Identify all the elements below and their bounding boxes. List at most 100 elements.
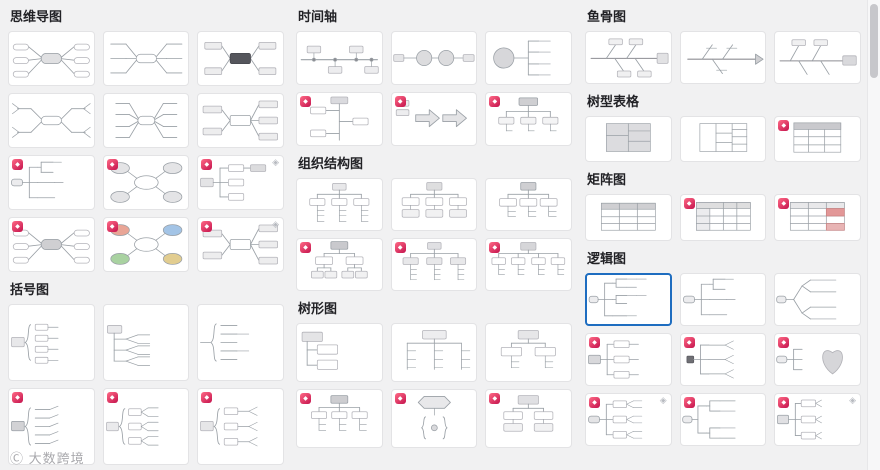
template-thumb-bracket-3[interactable] (197, 304, 284, 381)
template-thumb-tree-3[interactable] (485, 323, 572, 382)
template-preview-org-d (311, 241, 368, 279)
template-preview-lg-binary (681, 400, 736, 439)
section-matrix: 矩阵图◆◆ (585, 173, 861, 241)
template-grid-timeline: ◆◆◆ (296, 31, 572, 146)
template-thumb-logic-1[interactable] (585, 273, 672, 326)
template-preview-m-line (110, 43, 182, 74)
template-thumb-mindmap-10[interactable]: ◆ (8, 217, 95, 272)
template-preview-m-box2 (203, 100, 279, 141)
section-treetable: 树型表格◆ (585, 95, 861, 162)
template-thumb-logic-2[interactable] (679, 273, 767, 326)
template-thumb-logic-7[interactable]: ◆◈ (585, 393, 672, 446)
premium-badge-icon: ◆ (683, 198, 695, 209)
premium-badge-icon: ◆ (394, 242, 406, 253)
template-thumb-org-4[interactable]: ◆ (296, 238, 383, 291)
template-thumb-logic-6[interactable]: ◆ (774, 333, 861, 386)
template-thumb-timeline-6[interactable]: ◆ (485, 92, 572, 146)
template-thumb-mindmap-8[interactable]: ◆ (102, 155, 190, 210)
section-title-tree: 树形图 (298, 301, 338, 316)
template-thumb-treetable-3[interactable]: ◆ (774, 116, 861, 162)
premium-badge-icon: ◆ (12, 392, 23, 403)
template-thumb-mindmap-6[interactable] (197, 93, 284, 148)
template-thumb-fishbone-3[interactable] (774, 31, 861, 84)
template-thumb-matrix-2[interactable]: ◆ (679, 194, 767, 241)
template-thumb-mindmap-9[interactable]: ◆◈ (197, 155, 284, 210)
template-thumb-logic-5[interactable]: ◆ (679, 333, 767, 386)
column-middle: 时间轴◆◆◆组织结构图◆◆◆树形图◆◆◆ (296, 6, 572, 459)
premium-badge-icon: ◆ (489, 96, 501, 107)
section-title-logic: 逻辑图 (587, 251, 627, 266)
template-thumb-mindmap-5[interactable] (102, 93, 190, 148)
template-thumb-bracket-6[interactable]: ◆ (197, 388, 284, 465)
template-thumb-mindmap-3[interactable] (197, 31, 284, 86)
template-thumb-tree-4[interactable]: ◆ (296, 389, 383, 448)
template-grid-mindmap: ◆◆◆◈◆◆◆◈ (8, 31, 284, 272)
template-thumb-matrix-1[interactable] (585, 194, 672, 241)
template-thumb-fishbone-2[interactable] (679, 31, 767, 84)
template-thumb-logic-9[interactable]: ◆◈ (774, 393, 861, 446)
template-preview-br-box2 (105, 407, 159, 446)
template-thumb-timeline-2[interactable] (390, 31, 478, 85)
template-thumb-org-2[interactable] (390, 178, 478, 231)
premium-badge-icon: ◆ (683, 337, 695, 348)
premium-badge-icon: ◆ (778, 337, 790, 348)
template-thumb-tree-6[interactable]: ◆ (485, 389, 572, 448)
template-preview-tr-two (501, 330, 557, 369)
template-preview-tr-down (311, 395, 368, 431)
template-thumb-mindmap-1[interactable] (8, 31, 95, 86)
template-thumb-timeline-5[interactable]: ◆ (390, 92, 478, 146)
scrollbar[interactable] (867, 0, 880, 470)
template-thumb-treetable-1[interactable] (585, 116, 672, 162)
template-preview-lg-boxes (588, 340, 639, 379)
template-thumb-timeline-4[interactable]: ◆ (296, 92, 383, 146)
template-thumb-fishbone-1[interactable] (585, 31, 672, 84)
premium-badge-icon: ◆ (201, 159, 213, 170)
template-thumb-timeline-1[interactable] (296, 31, 383, 85)
template-thumb-mindmap-4[interactable] (8, 93, 95, 148)
template-thumb-logic-4[interactable]: ◆ (585, 333, 672, 386)
premium-badge-icon: ◆ (778, 198, 790, 209)
template-thumb-mindmap-2[interactable] (102, 31, 190, 86)
template-preview-m-fat (12, 43, 90, 78)
template-preview-fb-c (779, 39, 857, 75)
template-preview-tr-boxes (301, 331, 339, 370)
template-thumb-mindmap-7[interactable]: ◆ (8, 155, 95, 210)
premium-badge-icon: ◆ (683, 397, 695, 408)
section-fishbone: 鱼骨图 (585, 10, 861, 84)
premium-badge-icon: ◆ (778, 397, 790, 408)
template-thumb-mindmap-12[interactable]: ◆◈ (197, 217, 284, 272)
template-preview-lg-a (588, 278, 647, 317)
template-thumb-logic-3[interactable] (774, 273, 861, 326)
premium-badge-icon: ◆ (394, 393, 406, 404)
template-thumb-bracket-1[interactable] (8, 304, 95, 381)
section-title-org: 组织结构图 (298, 156, 364, 171)
template-thumb-bracket-4[interactable]: ◆ (8, 388, 95, 465)
template-thumb-org-5[interactable]: ◆ (390, 238, 478, 291)
template-thumb-treetable-2[interactable] (679, 116, 767, 162)
template-thumb-org-1[interactable] (296, 178, 383, 231)
template-grid-bracket: ◆◆◆ (8, 304, 284, 465)
template-thumb-tree-1[interactable] (296, 323, 383, 382)
section-logic: 逻辑图◆◆◆◆◈◆◆◈ (585, 252, 861, 446)
template-thumb-tree-2[interactable] (390, 323, 478, 382)
template-thumb-org-6[interactable]: ◆ (485, 238, 572, 291)
template-thumb-logic-8[interactable]: ◆ (679, 393, 767, 446)
template-preview-tl-bigcircle (493, 40, 552, 76)
section-mindmap: 思维导图◆◆◆◈◆◆◆◈ (8, 10, 284, 272)
template-thumb-tree-5[interactable]: ◆ (390, 389, 478, 448)
template-thumb-mindmap-11[interactable]: ◆ (102, 217, 190, 272)
template-thumb-bracket-2[interactable] (102, 304, 190, 381)
scrollbar-thumb[interactable] (870, 4, 878, 78)
section-title-bracket: 括号图 (10, 282, 50, 297)
template-thumb-org-3[interactable] (485, 178, 572, 231)
template-preview-lg-boxes2 (777, 399, 823, 440)
section-tree: 树形图 ◆ ◆ ◆ (296, 302, 572, 448)
premium-badge-icon: ◆ (12, 159, 23, 170)
template-thumb-timeline-3[interactable] (485, 31, 572, 85)
template-thumb-bracket-5[interactable]: ◆ (102, 388, 190, 465)
template-preview-mx-c (790, 202, 846, 231)
template-preview-tt-c (793, 122, 842, 153)
template-thumb-matrix-3[interactable]: ◆ (774, 194, 861, 241)
template-preview-br-mix (200, 406, 258, 447)
